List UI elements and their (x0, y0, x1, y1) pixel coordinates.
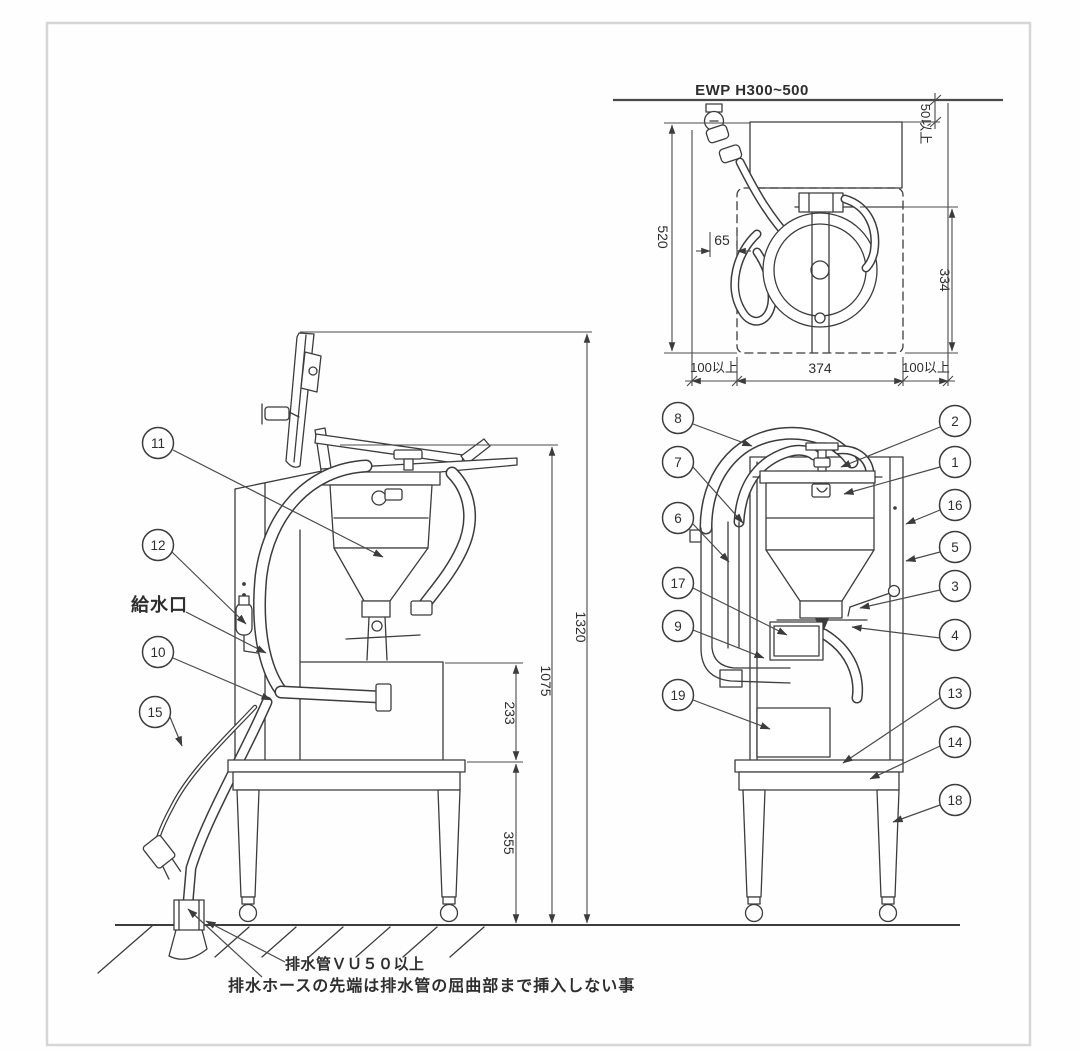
callout-9: 9 (661, 609, 695, 643)
svg-text:17: 17 (670, 576, 685, 591)
dim-mid-height: 233 (502, 701, 518, 725)
discharge-hose-side (410, 466, 477, 616)
stand-side-view (227, 759, 466, 923)
svg-text:12: 12 (150, 538, 165, 553)
dim-faucet-offset: 65 (714, 232, 730, 248)
front-view (689, 426, 904, 923)
svg-text:11: 11 (151, 436, 165, 451)
dim-clearance-right: 100以上 (902, 360, 950, 375)
callout-7: 7 (661, 445, 695, 479)
dim-body-height: 1075 (538, 665, 554, 696)
power-plug-icon (142, 834, 182, 880)
shelf-box-front (756, 707, 831, 758)
svg-text:19: 19 (670, 688, 685, 703)
bowl-top-view (762, 192, 880, 353)
dim-clearance-left: 100以上 (690, 360, 738, 375)
callout-13: 13 (938, 676, 972, 710)
callout-17: 17 (661, 566, 695, 600)
svg-text:8: 8 (674, 411, 682, 426)
detergent-box-front (769, 621, 824, 661)
top-view: EWP H300~500 (613, 82, 1003, 387)
note-drain-pipe: 排水管ＶＵ５０以上 (285, 955, 425, 973)
svg-text:13: 13 (947, 686, 962, 701)
bowl-front-view (752, 442, 883, 635)
svg-text:16: 16 (947, 498, 962, 513)
callout-16: 16 (938, 488, 972, 522)
svg-text:3: 3 (951, 579, 959, 594)
callout-3: 3 (938, 569, 972, 603)
note-drain-hose: 排水ホースの先端は排水管の屈曲部まで挿入しない事 (228, 976, 635, 995)
callout-5: 5 (938, 530, 972, 564)
sink-counter (749, 121, 903, 189)
open-lid-side (261, 332, 322, 468)
dim-top-width: 374 (808, 360, 832, 376)
floor-line (97, 924, 960, 974)
callout-1: 1 (938, 445, 972, 479)
side-housing (299, 529, 444, 761)
side-view: 1320 1075 233 355 (142, 331, 592, 960)
dim-bowl-depth: 334 (937, 268, 953, 292)
svg-text:1: 1 (951, 455, 959, 470)
callout-leaders (169, 423, 941, 978)
svg-text:5: 5 (951, 540, 959, 555)
callout-19: 19 (661, 678, 695, 712)
callout-2: 2 (938, 404, 972, 438)
callout-6: 6 (661, 501, 695, 535)
svg-text:9: 9 (674, 619, 682, 634)
dim-stand-height: 355 (501, 831, 517, 855)
callout-18: 18 (938, 783, 972, 817)
svg-text:2: 2 (951, 414, 959, 429)
water-inlet-fitting (235, 602, 253, 636)
svg-text:10: 10 (150, 645, 165, 660)
drain-pipe-floor (168, 899, 208, 960)
svg-text:7: 7 (674, 455, 682, 470)
callout-12: 12 (141, 528, 175, 562)
detergent-box-inner (773, 625, 820, 657)
dim-clearance-back: 50以上 (918, 104, 933, 144)
dim-top-depth: 520 (655, 225, 671, 249)
callouts: 11 12 10 15 8 7 6 17 9 19 2 1 16 5 3 4 1… (138, 401, 972, 817)
svg-text:15: 15 (147, 705, 162, 720)
water-inlet-label: 給水口 (131, 594, 188, 615)
callout-4: 4 (938, 618, 972, 652)
svg-text:4: 4 (951, 628, 959, 643)
callout-14: 14 (938, 725, 972, 759)
bowl-side-view (320, 449, 518, 661)
svg-text:6: 6 (674, 511, 682, 526)
callout-11: 11 (141, 426, 175, 460)
callout-10: 10 (141, 635, 175, 669)
callout-15: 15 (138, 695, 172, 729)
page-border (45, 21, 1032, 1047)
dim-overall-height: 1320 (573, 611, 589, 642)
stand-front-view (734, 759, 904, 923)
side-view-dimensions: 1320 1075 233 355 (300, 331, 592, 924)
top-view-dimensions: 520 50以上 65 334 100以上 374 100以上 (655, 93, 958, 387)
callout-8: 8 (661, 401, 695, 435)
svg-text:18: 18 (947, 793, 962, 808)
drain-elbow-front (818, 628, 864, 704)
power-cord (142, 704, 258, 880)
top-view-title: EWP H300~500 (695, 82, 809, 99)
svg-text:14: 14 (947, 735, 963, 750)
drain-hose-side (182, 459, 392, 909)
rinse-faucet-front (847, 584, 901, 617)
